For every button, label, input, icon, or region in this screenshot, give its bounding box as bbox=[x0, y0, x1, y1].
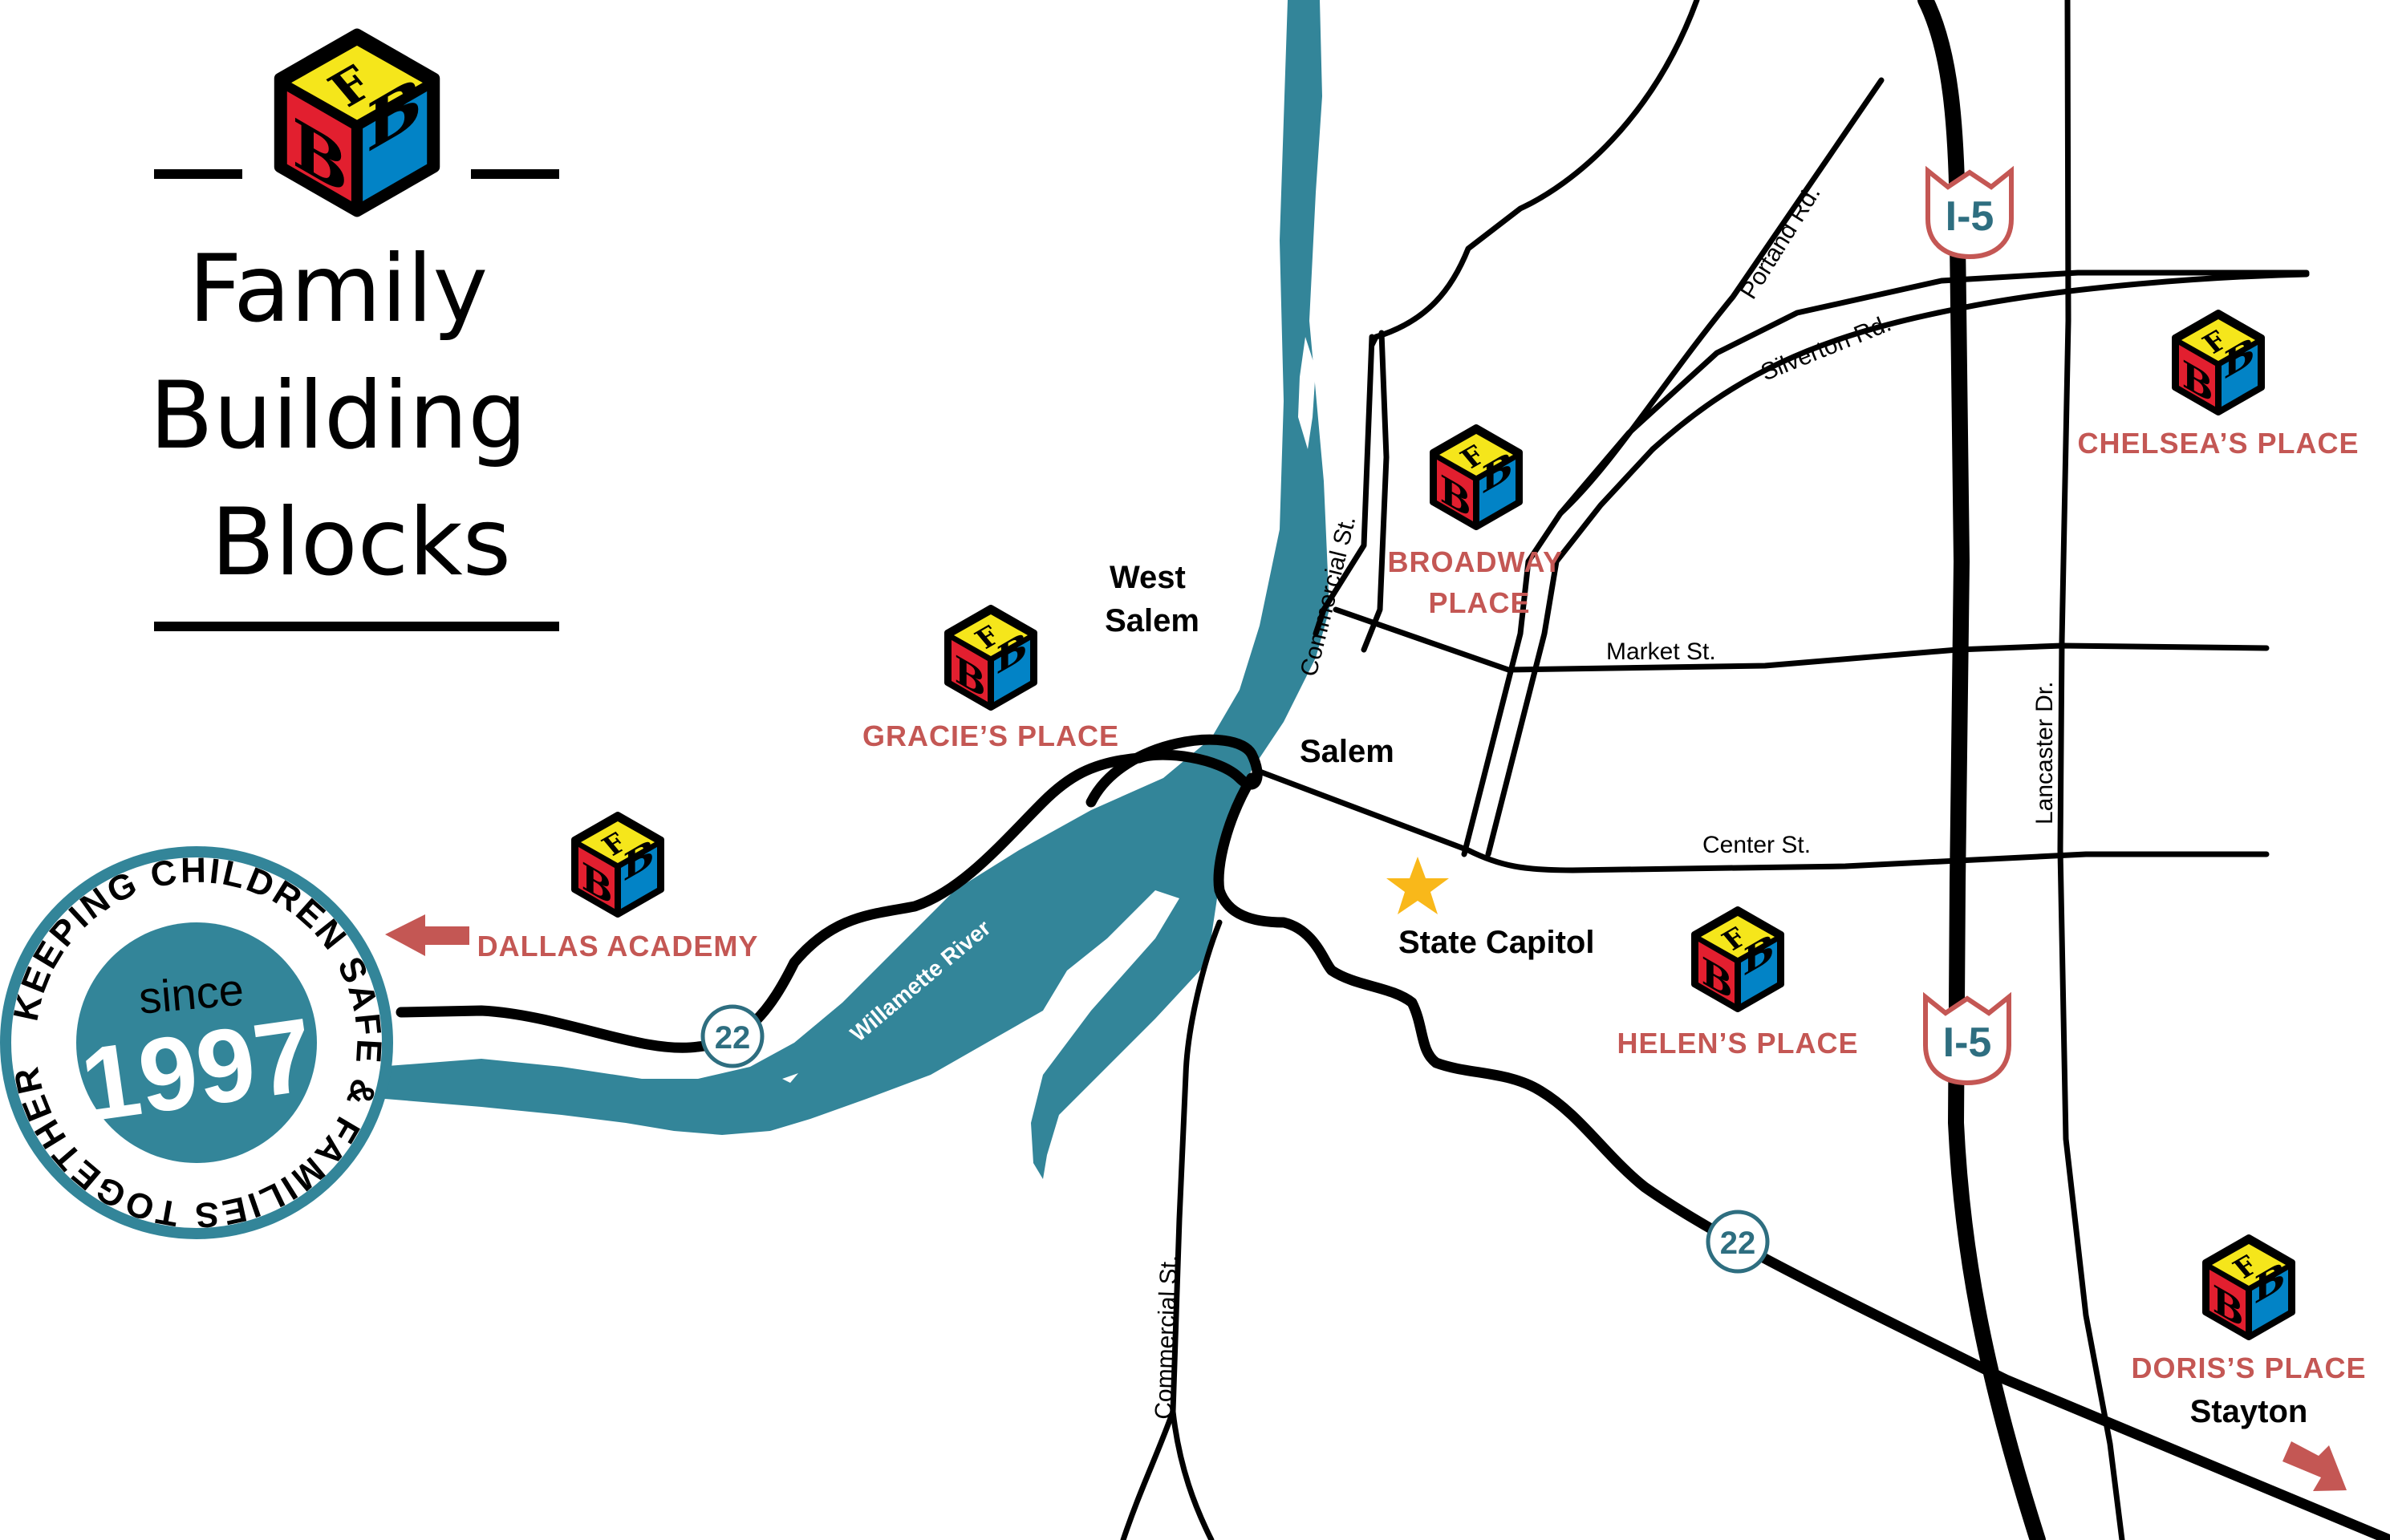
logo-rule-bottom bbox=[154, 622, 559, 631]
i5-shield-north: I-5 bbox=[1925, 165, 2014, 260]
location-label: CHELSEA’S PLACE bbox=[2077, 427, 2359, 460]
i5-label: I-5 bbox=[1946, 193, 1994, 240]
street-label-portland-rd: Portand Rd. bbox=[1735, 180, 1826, 303]
arrow-left-icon bbox=[385, 914, 469, 956]
location-broadway-place[interactable]: BROADWAY PLACE bbox=[1387, 428, 1571, 619]
street-label-commercial-south: Commercial St. bbox=[1150, 1254, 1183, 1420]
fbb-cube-icon bbox=[947, 608, 1034, 707]
location-chelseas-place[interactable]: CHELSEA’S PLACE bbox=[2077, 313, 2359, 460]
brand-logo: Family Building Blocks bbox=[149, 34, 559, 631]
fbb-cube-icon bbox=[1694, 910, 1781, 1009]
stayton-label: Stayton bbox=[2190, 1394, 2308, 1429]
i5-shield-south: I-5 bbox=[1923, 991, 2011, 1086]
route22-marker-west: 22 bbox=[700, 1004, 765, 1068]
star-icon bbox=[1386, 857, 1449, 914]
since-1997-badge: KEEPING CHILDREN SAFE & FAMILIES TOGETHE… bbox=[0, 846, 393, 1239]
city-label-west-salem: West Salem bbox=[1105, 560, 1199, 638]
route22-label: 22 bbox=[715, 1020, 751, 1056]
roads bbox=[396, 0, 2390, 1540]
location-label: BROADWAY PLACE bbox=[1387, 545, 1571, 619]
i5-label: I-5 bbox=[1943, 1019, 1992, 1066]
route22-label: 22 bbox=[1720, 1226, 1756, 1261]
city-label-salem: Salem bbox=[1300, 734, 1394, 769]
location-dallas-academy[interactable]: DALLAS ACADEMY bbox=[385, 815, 758, 962]
street-label-center-st: Center St. bbox=[1702, 832, 1811, 858]
state-capitol-marker: State Capitol bbox=[1386, 857, 1594, 960]
logo-rule-right bbox=[471, 169, 559, 179]
location-label: DALLAS ACADEMY bbox=[477, 930, 759, 962]
location-label: GRACIE’S PLACE bbox=[862, 719, 1119, 752]
street-label-market-st: Market St. bbox=[1606, 638, 1716, 665]
brand-name: Family Building Blocks bbox=[149, 235, 556, 597]
route22-marker-east: 22 bbox=[1706, 1210, 1770, 1274]
state-capitol-label: State Capitol bbox=[1398, 925, 1594, 960]
location-label: HELEN’S PLACE bbox=[1617, 1027, 1858, 1060]
fbb-logo-cube-icon bbox=[280, 34, 434, 212]
logo-rule-left bbox=[154, 169, 242, 179]
location-label: DORIS’S PLACE bbox=[2131, 1352, 2366, 1384]
fbb-cube-icon bbox=[2205, 1238, 2292, 1337]
badge-since: since bbox=[136, 963, 245, 1023]
location-helens-place[interactable]: HELEN’S PLACE bbox=[1617, 910, 1858, 1060]
location-gracies-place[interactable]: GRACIE’S PLACE bbox=[862, 608, 1119, 752]
street-label-lancaster-dr: Lancaster Dr. bbox=[2031, 682, 2058, 825]
fbb-cube-icon bbox=[1433, 428, 1520, 527]
fbb-cube-icon bbox=[2175, 313, 2262, 412]
location-doriss-place[interactable]: DORIS’S PLACE Stayton bbox=[2131, 1238, 2366, 1491]
arrow-down-right-icon bbox=[2282, 1441, 2347, 1491]
fbb-cube-icon bbox=[574, 815, 661, 914]
